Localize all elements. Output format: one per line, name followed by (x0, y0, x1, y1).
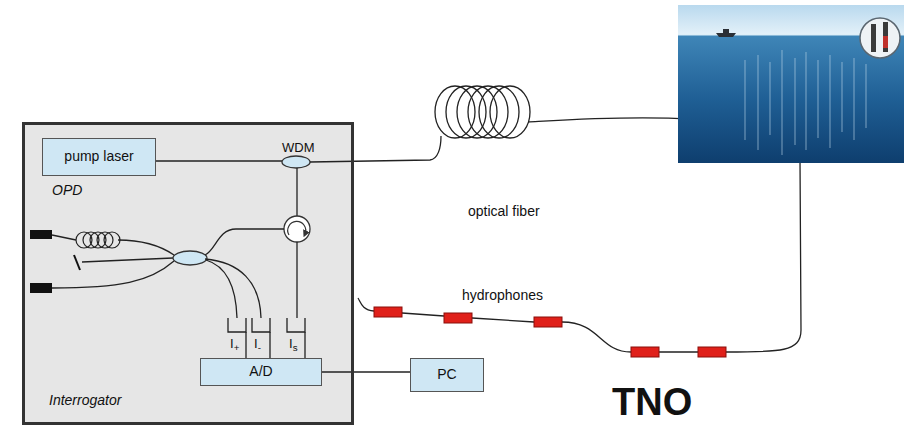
fiber (52, 235, 76, 240)
circulator (284, 216, 310, 242)
wdm-coupler (282, 156, 310, 168)
box-label: pump laser (64, 149, 133, 164)
wdm-label: WDM (282, 141, 315, 155)
signal-name: I+ (230, 337, 239, 351)
fiber (205, 229, 284, 255)
pump-fiber (156, 160, 282, 161)
hydrophone (374, 307, 726, 357)
fiber (296, 242, 297, 318)
opd-coil (76, 232, 120, 248)
interrogator-housing: Interrogator pump laserA/D (22, 122, 354, 425)
fiber (206, 260, 237, 318)
opd-label: OPD (52, 183, 82, 198)
housing-title: Interrogator (49, 393, 121, 408)
fiber-coupler (173, 251, 207, 265)
fiber (296, 168, 297, 216)
box-label: PC (437, 367, 456, 382)
photodetector (228, 318, 305, 358)
fiber-terminator (30, 283, 52, 293)
interrogator-fill (23, 123, 353, 424)
company-name: TNO (612, 382, 692, 424)
mirror (74, 255, 80, 270)
fiber (52, 261, 174, 288)
fiber-coil (435, 86, 530, 138)
signal-name: Is (289, 337, 298, 351)
fiber-terminator (30, 230, 52, 239)
box-label: A/D (249, 364, 272, 379)
adc-box: A/D (200, 358, 322, 386)
pump-laser-box: pump laser (42, 138, 156, 176)
sea-photo (678, 5, 904, 163)
signal-cable (322, 371, 410, 372)
fiber (205, 259, 261, 318)
optical-fiber (310, 136, 441, 162)
pc-box: PC (410, 358, 484, 392)
fiber (118, 240, 174, 255)
circulator-arrow (288, 221, 306, 235)
signal-name: I- (254, 337, 261, 351)
fiber (82, 258, 173, 262)
hydrophones-label: hydrophones (462, 288, 543, 303)
fiber-label: optical fiber (468, 204, 540, 219)
